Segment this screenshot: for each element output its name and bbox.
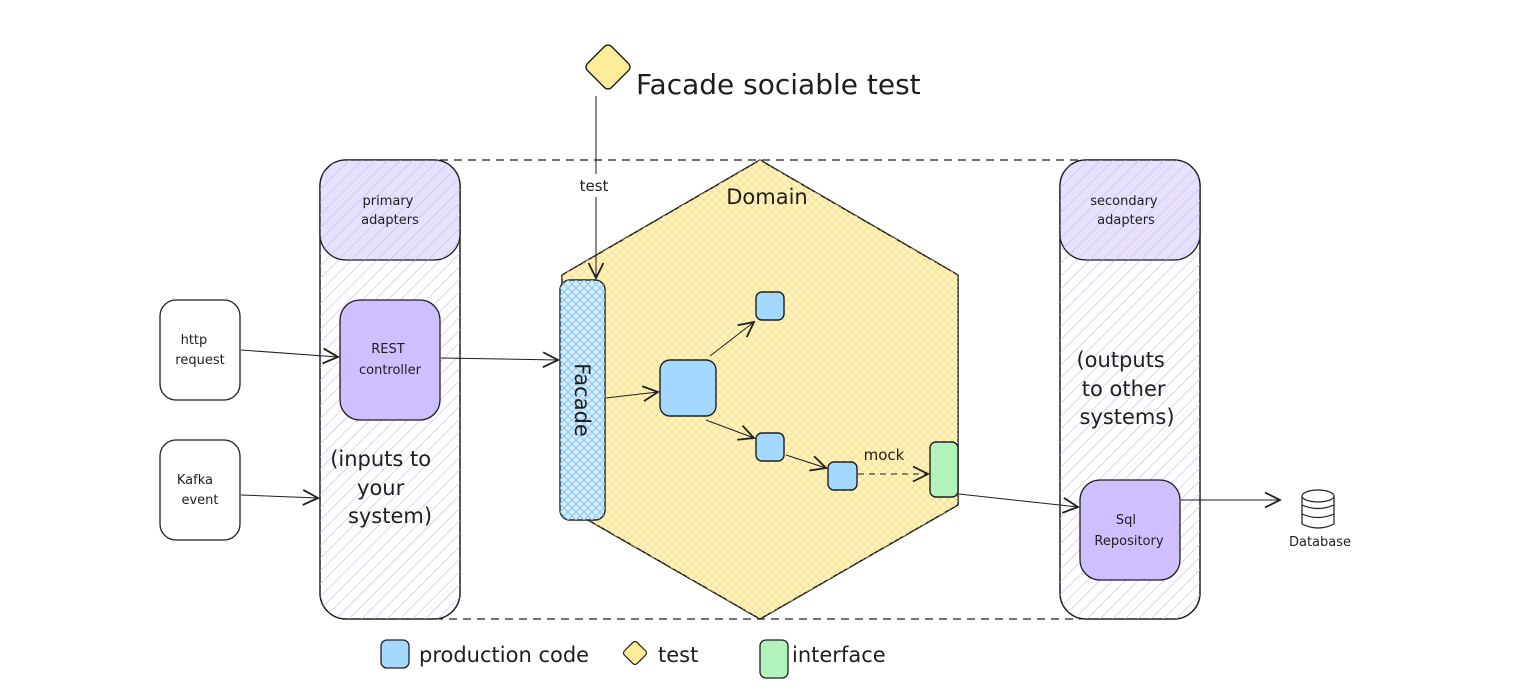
secondary-adapters-column: secondary adapters (outputs to other sys… xyxy=(1059,159,1201,620)
database-icon xyxy=(1301,489,1335,529)
secondary-adapters-label: secondary adapters xyxy=(1090,194,1162,228)
kafka-event-box xyxy=(159,439,241,541)
primary-adapters-label: primary adapters xyxy=(361,194,419,228)
facade-label: Facade xyxy=(570,363,594,437)
kafka-event-label: Kafka event xyxy=(177,473,219,508)
sql-repository-box xyxy=(1079,479,1181,581)
test-diamond xyxy=(585,44,631,90)
mock-label: mock xyxy=(864,446,905,464)
arrow-main-to-middle xyxy=(705,419,754,438)
legend-production-swatch xyxy=(380,639,410,669)
outputs-note: (outputs to other systems) xyxy=(1076,348,1174,429)
rest-controller-box xyxy=(339,299,441,421)
arrow-http-to-controller xyxy=(240,350,338,357)
database-label: Database xyxy=(1289,535,1351,550)
production-node-bottom xyxy=(827,461,858,491)
arrow-interface-to-repository xyxy=(958,493,1078,507)
arrow-main-to-top xyxy=(709,322,754,357)
interface-node xyxy=(929,441,959,498)
http-request-label: http request xyxy=(175,333,224,368)
domain-hexagon-hatch xyxy=(562,160,958,619)
http-request-box xyxy=(159,299,241,401)
arrow-controller-to-facade xyxy=(440,358,558,360)
legend-test-label: test xyxy=(658,643,698,667)
rest-controller-label: REST controller xyxy=(359,342,422,378)
arrow-kafka-to-column xyxy=(240,495,318,498)
sql-repository-label: Sql Repository xyxy=(1094,513,1163,549)
legend-production-label: production code xyxy=(419,643,589,667)
primary-adapters-column: primary adapters REST controller (inputs… xyxy=(319,159,461,620)
arrows xyxy=(240,96,1280,507)
arrow-middle-to-bottom xyxy=(785,454,826,468)
diagram-title: Facade sociable test xyxy=(636,68,921,101)
test-arrow-label: test xyxy=(580,177,609,195)
legend-interface-swatch xyxy=(759,639,789,679)
production-node-main xyxy=(659,359,717,417)
legend: production code test interface xyxy=(380,639,886,679)
inputs-note: (inputs to your system) xyxy=(330,447,438,528)
production-node-top xyxy=(755,291,785,321)
domain-label: Domain xyxy=(726,185,808,209)
production-node-middle xyxy=(755,432,785,462)
legend-interface-label: interface xyxy=(792,643,886,667)
arrow-facade-to-main xyxy=(605,392,658,398)
legend-test-swatch xyxy=(622,640,648,666)
